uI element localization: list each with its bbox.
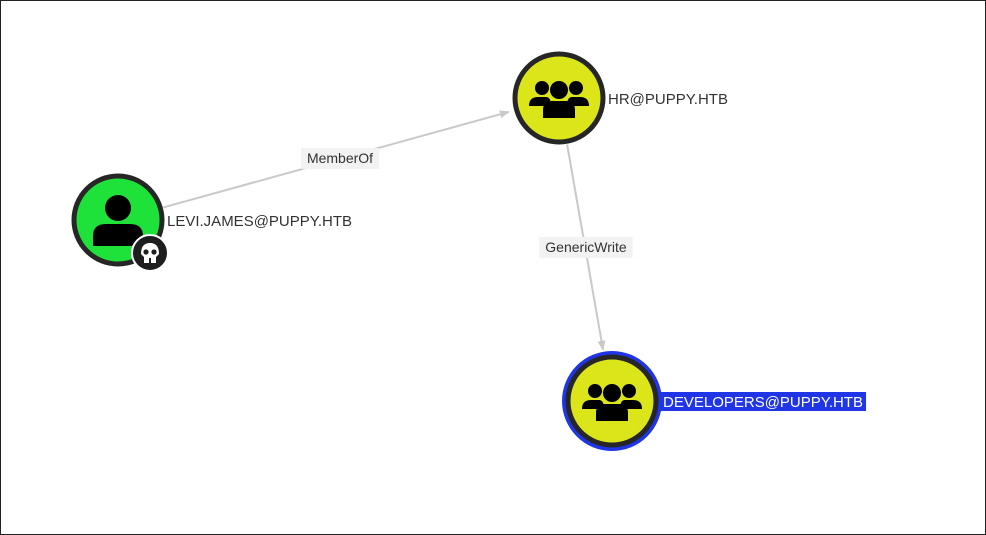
node-label-text: DEVELOPERS@PUPPY.HTB [663,394,863,411]
group-icon [529,81,589,118]
node-label-text: LEVI.JAMES@PUPPY.HTB [167,213,352,230]
user-icon [93,195,143,246]
node-label-text: HR@PUPPY.HTB [608,91,728,108]
edge-label-genericwrite[interactable]: GenericWrite [539,237,633,258]
edge-label-background [539,237,633,258]
edge-label-background [300,148,380,169]
edge-levi-hr[interactable]: MemberOf [163,110,510,209]
node-levi[interactable]: LEVI.JAMES@PUPPY.HTB [71,173,352,272]
owned-badge [131,234,169,272]
node-developers[interactable]: DEVELOPERS@PUPPY.HTB [562,351,867,451]
edge-label-memberof[interactable]: MemberOf [300,148,380,169]
edge-label-text: MemberOf [307,150,373,166]
node-label[interactable]: HR@PUPPY.HTB [608,91,728,108]
node-hr[interactable]: HR@PUPPY.HTB [512,51,728,145]
skull-icon [141,243,159,263]
node-label[interactable]: DEVELOPERS@PUPPY.HTB [660,392,867,411]
edge-hr-developers[interactable]: GenericWrite [539,144,633,351]
node-label[interactable]: LEVI.JAMES@PUPPY.HTB [167,213,352,230]
edge-label-text: GenericWrite [545,239,627,255]
group-icon [582,384,642,421]
nodes-layer: LEVI.JAMES@PUPPY.HTB HR@PUPPY.HTB DEVELOPE… [71,51,867,451]
node-label-highlight [660,392,867,411]
